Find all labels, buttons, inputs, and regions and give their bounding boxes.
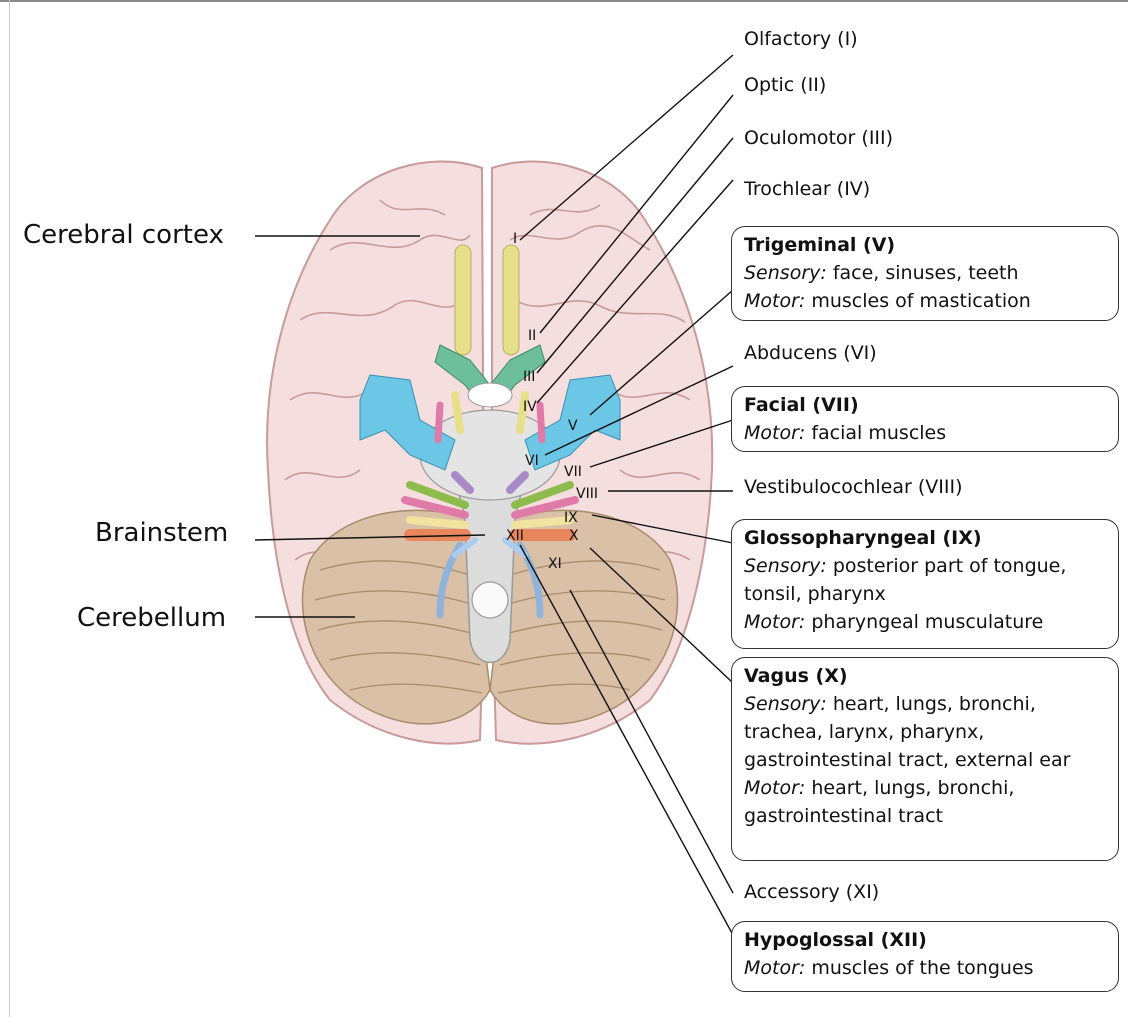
label-abducens: Abducens (VI) (744, 342, 877, 364)
hypoglossal-title: Hypoglossal (XII) (744, 926, 1104, 954)
glossopharyngeal-sensory: Sensory: posterior part of tongue, (744, 552, 1104, 580)
oculomotor-left (455, 395, 460, 430)
hypoglossal-motor: Motor: muscles of the tongues (744, 954, 1104, 982)
olfactory-bulb-left (455, 245, 471, 355)
box-facial: Facial (VII) Motor: facial muscles (731, 386, 1119, 452)
label-cerebral-cortex: Cerebral cortex (23, 220, 224, 250)
numeral-vii: VII (564, 464, 582, 480)
label-olfactory: Olfactory (I) (744, 28, 858, 50)
box-glossopharyngeal: Glossopharyngeal (IX) Sensory: posterior… (731, 519, 1119, 649)
label-optic: Optic (II) (744, 74, 826, 96)
numeral-xii: XII (506, 528, 524, 544)
label-cerebellum: Cerebellum (77, 603, 226, 633)
numeral-x: X (569, 528, 579, 544)
numeral-v: V (568, 418, 578, 434)
label-vestibulocochlear: Vestibulocochlear (VIII) (744, 476, 963, 498)
facial-motor: Motor: facial muscles (744, 419, 1104, 447)
medulla-section (472, 582, 508, 618)
box-vagus: Vagus (X) Sensory: heart, lungs, bronchi… (731, 657, 1119, 861)
glossopharyngeal-motor: Motor: pharyngeal musculature (744, 608, 1104, 636)
numeral-vi: VI (525, 453, 539, 469)
glossopharyngeal-left (410, 520, 465, 525)
label-oculomotor: Oculomotor (III) (744, 127, 893, 149)
numeral-iv: IV (523, 399, 537, 415)
olfactory-bulb-right (503, 245, 519, 355)
numeral-xi: XI (548, 556, 562, 572)
numeral-ii: II (528, 328, 536, 344)
label-trochlear: Trochlear (IV) (744, 178, 870, 200)
glossopharyngeal-sensory-line2: tonsil, pharynx (744, 580, 1104, 608)
trigeminal-title: Trigeminal (V) (744, 231, 1104, 259)
trigeminal-motor: Motor: muscles of mastication (744, 287, 1104, 315)
glossopharyngeal-title: Glossopharyngeal (IX) (744, 524, 1104, 552)
vagus-sensory-line3: gastrointestinal tract, external ear (744, 746, 1104, 774)
vagus-title: Vagus (X) (744, 662, 1104, 690)
box-hypoglossal: Hypoglossal (XII) Motor: muscles of the … (731, 921, 1119, 992)
numeral-iii: III (523, 369, 535, 385)
box-trigeminal: Trigeminal (V) Sensory: face, sinuses, t… (731, 226, 1119, 321)
trochlear-right (540, 405, 542, 440)
pituitary-ring (468, 383, 512, 407)
vagus-motor-line2: gastrointestinal tract (744, 802, 1104, 830)
glossopharyngeal-right (515, 520, 570, 525)
numeral-viii: VIII (576, 486, 598, 502)
label-brainstem: Brainstem (95, 518, 228, 548)
numeral-ix: IX (564, 510, 578, 526)
facial-title: Facial (VII) (744, 391, 1104, 419)
vagus-sensory: Sensory: heart, lungs, bronchi, (744, 690, 1104, 718)
vagus-sensory-line2: trachea, larynx, pharynx, (744, 718, 1104, 746)
vagus-motor: Motor: heart, lungs, bronchi, (744, 774, 1104, 802)
trigeminal-sensory: Sensory: face, sinuses, teeth (744, 259, 1104, 287)
label-accessory: Accessory (XI) (744, 881, 879, 903)
trochlear-left (438, 405, 440, 440)
numeral-i: I (513, 231, 517, 247)
